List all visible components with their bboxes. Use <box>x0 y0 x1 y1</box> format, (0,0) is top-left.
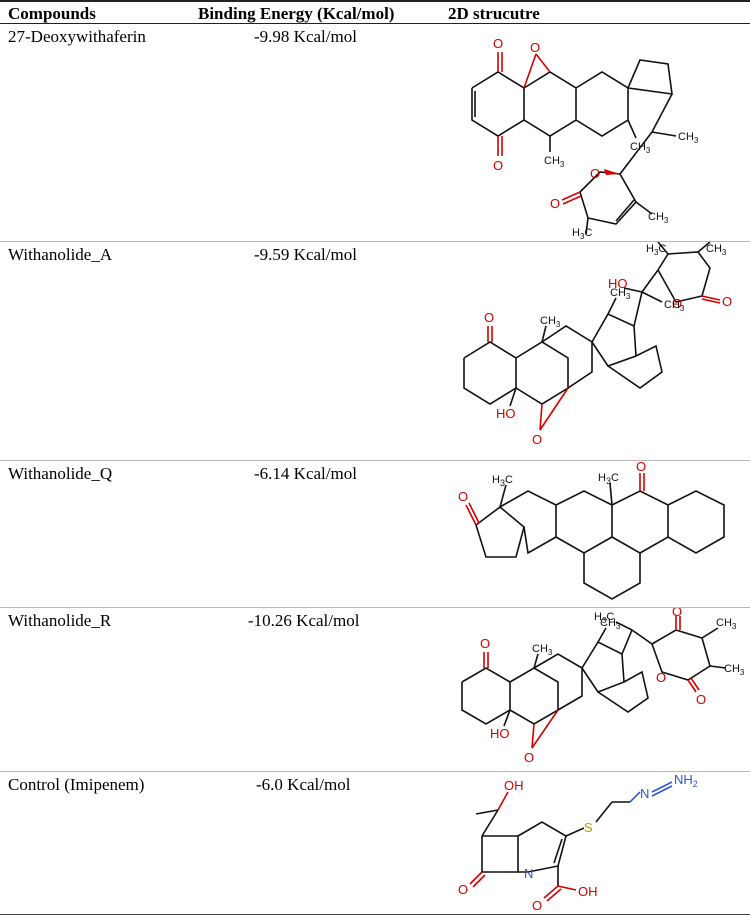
atom-label: O <box>636 461 646 474</box>
atom-label: HO <box>608 276 628 291</box>
structure-cell: O O H3C H3C <box>440 461 750 607</box>
atom-label: O <box>672 296 682 311</box>
structure-withanolide-r: O O O O O HO CH3 CH3 H3C CH3 CH3 <box>461 608 745 765</box>
atom-label: CH3 <box>610 287 631 301</box>
atom-label: O <box>656 670 666 685</box>
atom-label: O <box>532 432 542 447</box>
atom-label: CH3 <box>678 131 699 145</box>
atom-label: O <box>532 898 542 913</box>
atom-label: O <box>524 750 534 765</box>
atom-label: CH3 <box>532 643 553 657</box>
atom-label: CH3 <box>716 617 737 631</box>
atom-label: O <box>458 489 468 504</box>
structure-cell: O O O O O CH3 CH3 CH3 CH3 H3C <box>440 24 750 240</box>
binding-energy-value: -6.14 Kcal/mol <box>254 464 357 483</box>
atom-label: O <box>722 294 732 309</box>
compound-name: Withanolide_Q <box>8 464 113 483</box>
table-row: Control (Imipenem) -6.0 Kcal/mol <box>0 772 750 915</box>
atom-label: CH3 <box>664 299 685 313</box>
atom-label: H3C <box>646 243 666 257</box>
structure-withanolide-q: O O H3C H3C <box>458 461 725 600</box>
atom-label: HO <box>490 726 510 741</box>
compound-name: Withanolide_R <box>8 611 112 630</box>
atom-label: CH3 <box>600 617 621 631</box>
structure-27-deoxywithaferin: O O O O O CH3 CH3 CH3 CH3 H3C <box>471 36 699 240</box>
table-header-row: Compounds Binding Energy (Kcal/mol) 2D s… <box>0 0 750 24</box>
atom-label: N <box>524 866 533 881</box>
compound-name: Withanolide_A <box>8 245 113 264</box>
atom-label: H3C <box>572 227 592 240</box>
compound-name: 27-Deoxywithaferin <box>8 27 146 46</box>
atom-label: CH3 <box>630 141 651 155</box>
structure-cell: OH O O OH N N NH2 S <box>440 772 750 914</box>
header-structure: 2D strucutre <box>448 4 540 23</box>
atom-label: O <box>696 692 706 707</box>
atom-label: O <box>480 636 490 651</box>
structure-imipenem: OH O O OH N N NH2 S <box>458 772 698 913</box>
atom-label: S <box>584 820 593 835</box>
atom-label: O <box>550 196 560 211</box>
atom-label: HO <box>496 406 516 421</box>
structure-cell: O O O O O HO CH3 CH3 H3C CH3 CH3 <box>440 608 750 770</box>
structure-cell: O O O O HO HO CH3 CH3 CH3 H3C CH3 <box>440 242 750 460</box>
atom-label: O <box>493 36 503 51</box>
atom-label: OH <box>504 778 524 793</box>
binding-energy-value: -10.26 Kcal/mol <box>248 611 360 630</box>
atom-label: NH2 <box>674 772 698 789</box>
atom-label: CH3 <box>544 155 565 169</box>
atom-label: O <box>458 882 468 897</box>
atom-label: CH3 <box>706 243 727 257</box>
header-binding-energy: Binding Energy (Kcal/mol) <box>198 4 395 23</box>
binding-energy-value: -9.59 Kcal/mol <box>254 245 357 264</box>
atom-label: O <box>484 310 494 325</box>
table-row: Withanolide_Q -6.14 Kcal/mol <box>0 461 750 608</box>
atom-label: H3C <box>598 472 619 486</box>
binding-energy-value: -6.0 Kcal/mol <box>256 775 351 794</box>
table-row: Withanolide_A -9.59 Kcal/mol <box>0 242 750 461</box>
atom-label: OH <box>578 884 598 899</box>
atom-label: O <box>493 158 503 173</box>
binding-energy-value: -9.98 Kcal/mol <box>254 27 357 46</box>
atom-label: CH3 <box>724 663 745 677</box>
table-row: 27-Deoxywithaferin -9.98 Kcal/mol <box>0 24 750 242</box>
atom-label: CH3 <box>540 315 561 329</box>
compound-name: Control (Imipenem) <box>8 775 145 794</box>
atom-label: N <box>640 786 649 801</box>
header-compounds: Compounds <box>8 4 96 23</box>
atom-label: H3C <box>492 474 513 488</box>
atom-label: O <box>590 166 600 181</box>
atom-label: CH3 <box>648 211 669 225</box>
atom-label: O <box>530 40 540 55</box>
atom-label: H3C <box>594 611 614 625</box>
structure-withanolide-a: O O O O HO HO CH3 CH3 CH3 H3C CH3 <box>463 242 732 447</box>
table-row: Withanolide_R -10.26 Kcal/mol <box>0 608 750 772</box>
atom-label: O <box>672 608 682 619</box>
